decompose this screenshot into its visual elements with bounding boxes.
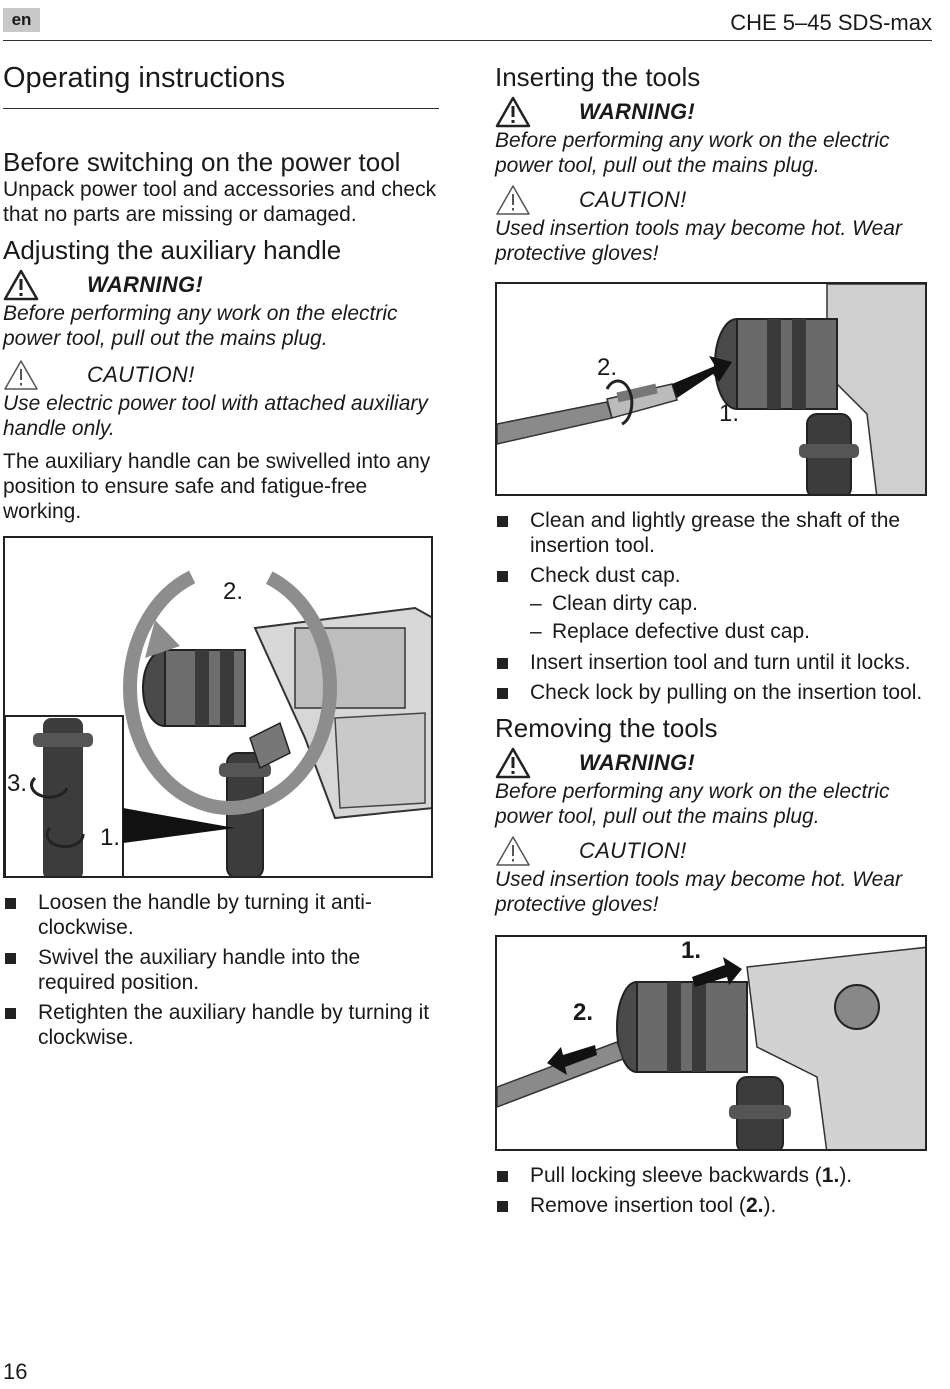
- warning-triangle-icon: [495, 747, 531, 779]
- aux-steps-list: Loosen the handle by turning it anti-clo…: [3, 890, 439, 1050]
- list-item: Remove insertion tool (2.).: [495, 1193, 935, 1218]
- list-item: Swivel the auxiliary handle into the req…: [3, 945, 439, 995]
- aux-warning: WARNING!: [3, 269, 439, 301]
- remove-caution: CAUTION!: [495, 835, 935, 867]
- warning-label: WARNING!: [87, 272, 204, 297]
- aux-warning-text: Before performing any work on the electr…: [3, 302, 398, 350]
- insert-warning-text: Before performing any work on the electr…: [495, 129, 890, 177]
- sub-list-item: –Clean dirty cap.: [530, 592, 698, 615]
- removing-tools-heading: Removing the tools: [495, 713, 718, 743]
- list-item: Insert insertion tool and turn until it …: [495, 650, 935, 675]
- bullet-square-icon: [497, 516, 508, 527]
- list-item: Clean and lightly grease the shaft of th…: [495, 508, 935, 558]
- figure-step-label: 1.: [681, 937, 702, 964]
- insert-warning: WARNING!: [495, 96, 935, 128]
- caution-triangle-icon: [496, 185, 530, 215]
- bullet-square-icon: [5, 953, 16, 964]
- right-column: Inserting the tools WARNING! Before perf…: [495, 58, 935, 1223]
- warning-label: WARNING!: [579, 750, 696, 775]
- figure-step-label: 3.: [7, 770, 28, 797]
- figure-step-label: 2.: [223, 578, 244, 605]
- left-column: Operating instructions Before switching …: [3, 58, 439, 1055]
- insert-steps-list-2: Insert insertion tool and turn until it …: [495, 650, 935, 705]
- header-divider: [3, 40, 932, 41]
- caution-triangle-icon: [496, 836, 530, 866]
- aux-handle-figure: 1. 2. 3.: [3, 536, 433, 878]
- insert-steps-list: Clean and lightly grease the shaft of th…: [495, 508, 935, 588]
- list-item: Pull locking sleeve backwards (1.).: [495, 1163, 935, 1188]
- bullet-square-icon: [497, 658, 508, 669]
- aux-handle-heading: Adjusting the auxiliary handle: [3, 235, 342, 265]
- warning-triangle-icon: [3, 269, 39, 301]
- insert-caution: CAUTION!: [495, 184, 935, 216]
- list-item: Loosen the handle by turning it anti-clo…: [3, 890, 439, 940]
- bullet-square-icon: [497, 688, 508, 699]
- list-item: Check dust cap.: [495, 563, 935, 588]
- model-name: CHE 5–45 SDS-max: [730, 10, 932, 35]
- list-item: Check lock by pulling on the insertion t…: [495, 680, 935, 705]
- aux-handle-text: The auxiliary handle can be swivelled in…: [3, 450, 431, 523]
- figure-step-label: 1.: [100, 824, 121, 851]
- page-number: 16: [3, 1359, 28, 1384]
- list-item: Retighten the auxiliary handle by turnin…: [3, 1000, 439, 1050]
- insert-caution-text: Used insertion tools may become hot. Wea…: [495, 217, 902, 265]
- language-badge: en: [3, 8, 40, 32]
- bullet-square-icon: [5, 898, 16, 909]
- bullet-square-icon: [5, 1008, 16, 1019]
- figure-step-label: 1.: [719, 400, 740, 427]
- figure-step-label: 2.: [573, 999, 594, 1026]
- remove-tool-figure: 1. 2.: [495, 935, 927, 1151]
- page-title: Operating instructions: [3, 58, 439, 109]
- aux-caution-text: Use electric power tool with attached au…: [3, 392, 428, 440]
- insert-tool-illustration: [497, 284, 925, 494]
- dash-marker: –: [530, 592, 542, 615]
- bullet-square-icon: [497, 1171, 508, 1182]
- warning-label: WARNING!: [579, 99, 696, 124]
- caution-label: CAUTION!: [579, 838, 687, 863]
- bullet-square-icon: [497, 571, 508, 582]
- dash-marker: –: [530, 620, 542, 643]
- warning-triangle-icon: [495, 96, 531, 128]
- caution-label: CAUTION!: [87, 362, 195, 387]
- figure-step-label: 2.: [597, 354, 618, 381]
- caution-triangle-icon: [4, 360, 38, 390]
- before-switching-heading: Before switching on the power tool: [3, 147, 401, 177]
- insert-tool-figure: 2. 1.: [495, 282, 927, 496]
- remove-warning-text: Before performing any work on the electr…: [495, 780, 890, 828]
- remove-tool-illustration: [497, 946, 925, 1149]
- bullet-square-icon: [497, 1201, 508, 1212]
- sub-list-item: –Replace defective dust cap.: [530, 620, 810, 643]
- before-switching-text: Unpack power tool and accessories and ch…: [3, 178, 437, 226]
- hammer-drill-illustration: [5, 561, 431, 876]
- remove-steps-list: Pull locking sleeve backwards (1.). Remo…: [495, 1163, 935, 1218]
- caution-label: CAUTION!: [579, 187, 687, 212]
- remove-caution-text: Used insertion tools may become hot. Wea…: [495, 868, 902, 916]
- aux-caution: CAUTION!: [3, 359, 439, 391]
- remove-warning: WARNING!: [495, 747, 935, 779]
- inserting-tools-heading: Inserting the tools: [495, 62, 701, 92]
